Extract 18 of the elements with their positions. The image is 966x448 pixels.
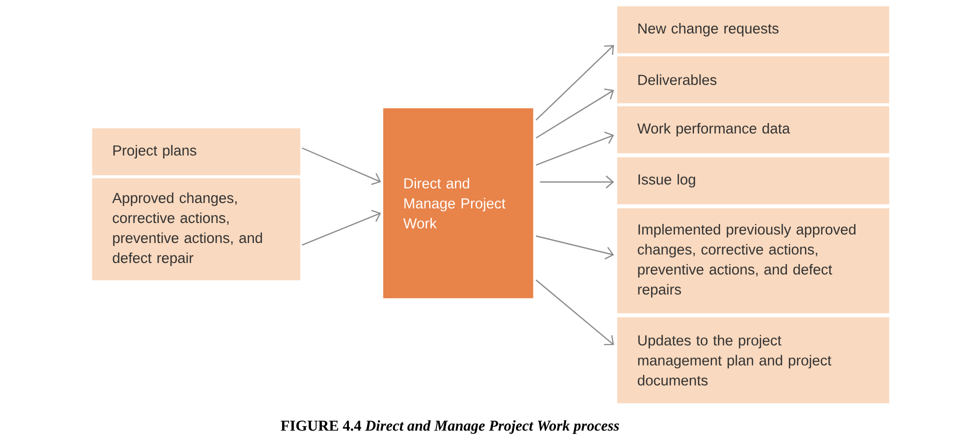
arrow xyxy=(302,210,381,246)
arrow xyxy=(536,45,614,120)
arrow xyxy=(302,147,381,185)
arrow xyxy=(536,235,614,260)
arrow xyxy=(536,88,614,139)
output-box: New change requests xyxy=(617,6,890,54)
input-box: Project plans xyxy=(92,128,300,176)
arrow xyxy=(540,176,614,188)
figure-caption: FIGURE 4.4 Direct and Manage Project Work process xyxy=(280,420,619,434)
arrow xyxy=(536,132,614,166)
output-box: Updates to the project management plan and project documents xyxy=(617,317,890,404)
arrow xyxy=(536,280,614,346)
process-box: Direct and Manage Project Work xyxy=(383,108,534,298)
output-box: Issue log xyxy=(617,157,890,204)
output-box: Deliverables xyxy=(617,56,890,104)
input-box: Approved changes, corrective actions, preventive actions, and defect repair xyxy=(92,178,300,280)
output-box: Implemented previously approved changes, corrective actions, preventive actions, and defect repairs xyxy=(617,208,890,314)
output-box: Work performance data xyxy=(617,106,890,154)
